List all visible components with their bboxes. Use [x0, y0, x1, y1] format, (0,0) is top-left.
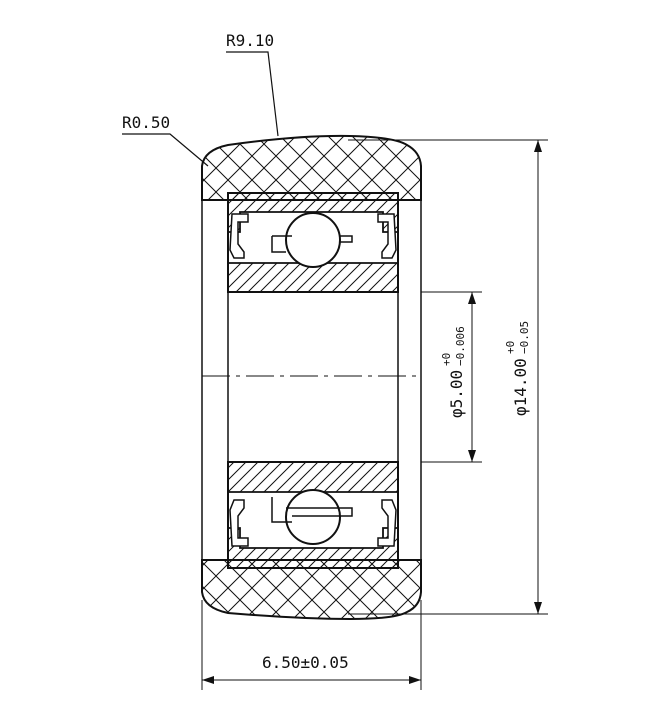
svg-text:6.50±0.05: 6.50±0.05: [262, 653, 349, 672]
svg-text:−0.006: −0.006: [454, 326, 467, 366]
svg-text:−0.05: −0.05: [518, 321, 531, 354]
shield-right-top: [377, 213, 397, 259]
dim-bore: φ5.00 +0 −0.006: [421, 291, 482, 463]
shield-right-bottom: [377, 499, 397, 547]
svg-text:+0: +0: [440, 353, 453, 366]
dim-edge-radius: R0.50: [122, 113, 209, 167]
bore-lines: [227, 292, 399, 462]
tyre-section-top: [201, 134, 422, 201]
svg-text:φ14.00: φ14.00: [511, 358, 530, 416]
ball-top: [285, 212, 341, 268]
dim-width: 6.50±0.05: [201, 600, 422, 690]
svg-text:φ5.00: φ5.00: [447, 370, 466, 418]
svg-text:+0: +0: [504, 341, 517, 354]
tyre-section-bottom: [201, 559, 422, 621]
bearing-bottom: [227, 461, 399, 569]
bearing-top: [227, 192, 399, 293]
ball-bottom: [285, 489, 341, 545]
dim-top-radius: R9.10: [226, 31, 279, 137]
svg-text:R0.50: R0.50: [122, 113, 170, 132]
shield-left-top: [229, 213, 249, 259]
svg-text:R9.10: R9.10: [226, 31, 274, 50]
shield-left-bottom: [229, 499, 249, 547]
dim-outer: φ14.00 +0 −0.05: [348, 139, 548, 615]
